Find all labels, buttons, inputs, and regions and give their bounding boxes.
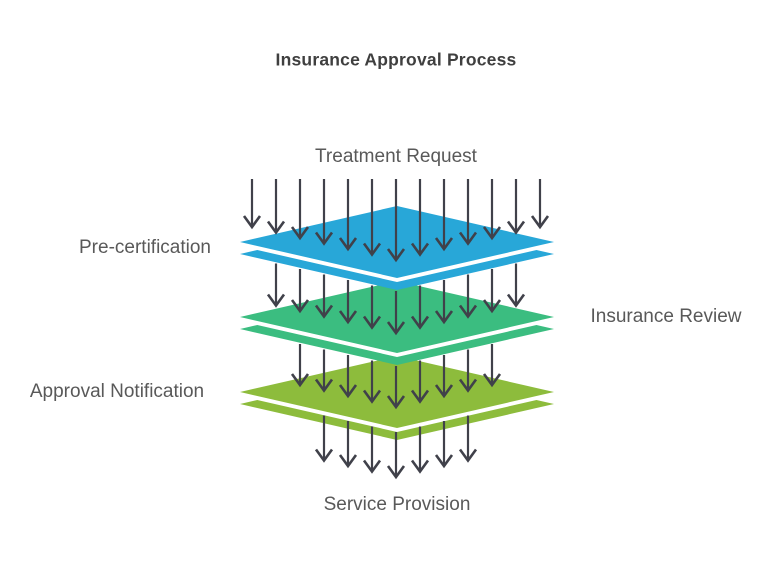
flow-arrow-head <box>338 384 358 399</box>
flow-arrow-head <box>458 231 478 246</box>
flow-arrow-head <box>386 321 406 336</box>
flow-arrow-head <box>338 237 358 252</box>
flow-arrow-head <box>290 226 310 241</box>
flow-arrow-head <box>530 215 550 230</box>
flow-arrow-head <box>362 389 382 404</box>
flow-arrow-head <box>410 459 430 474</box>
flow-arrow-head <box>338 454 358 469</box>
flow-arrow-head <box>290 373 310 388</box>
flow-arrow-head <box>362 315 382 330</box>
arrow-row-2 <box>266 263 526 336</box>
diagram-title: Insurance Approval Process <box>275 49 517 70</box>
flow-arrow-head <box>434 454 454 469</box>
flow-arrow-head <box>314 231 334 246</box>
flow-arrow-head <box>506 293 526 308</box>
output-node-label: Service Provision <box>323 494 471 515</box>
flow-arrow-head <box>482 299 502 314</box>
arrow-row-1 <box>242 179 550 263</box>
flow-arrow-head <box>290 299 310 314</box>
flow-arrow-head <box>458 378 478 393</box>
flow-arrow-head <box>410 242 430 257</box>
flow-arrow-head <box>434 384 454 399</box>
flow-arrow-head <box>386 465 406 480</box>
input-node-label: Treatment Request <box>315 146 477 167</box>
flow-arrow-head <box>458 448 478 463</box>
flow-arrow-head <box>410 389 430 404</box>
flow-arrow-head <box>242 215 262 230</box>
flow-arrow-head <box>410 315 430 330</box>
flow-arrow-head <box>386 395 406 410</box>
layer-label-pre-certification: Pre-certification <box>79 237 211 258</box>
flow-arrow-head <box>482 226 502 241</box>
flow-arrow-head <box>434 237 454 252</box>
flow-arrow-head <box>434 310 454 325</box>
flow-arrow-head <box>362 459 382 474</box>
flow-arrow-head <box>314 378 334 393</box>
layer-label-approval-notification: Approval Notification <box>29 381 205 402</box>
flow-arrow-head <box>386 248 406 263</box>
flow-arrow-head <box>266 220 286 235</box>
arrow-row-4 <box>314 415 478 480</box>
flow-arrow-head <box>362 242 382 257</box>
flow-arrow-head <box>314 304 334 319</box>
flow-arrow-head <box>506 220 526 235</box>
layer-label-insurance-review: Insurance Review <box>590 306 742 327</box>
flow-arrow-head <box>482 373 502 388</box>
flow-arrow-head <box>458 304 478 319</box>
flow-arrow-head <box>266 293 286 308</box>
flow-arrow-head <box>314 448 334 463</box>
flow-arrow-head <box>338 310 358 325</box>
arrow-row-3 <box>290 343 502 410</box>
